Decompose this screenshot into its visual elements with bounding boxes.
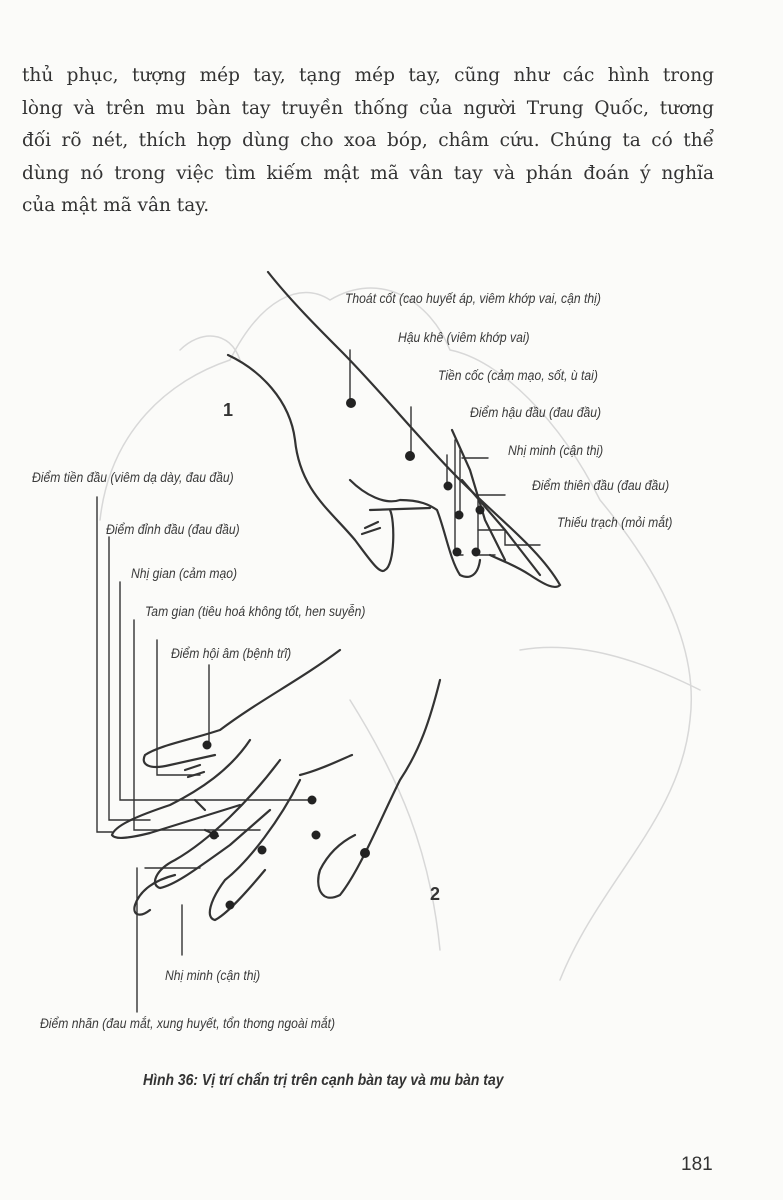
label-nhi-minh-top: Nhị minh (cận thị) [508, 443, 604, 458]
body-line: dùng nó trong việc tìm kiếm mật mã vân t… [22, 162, 714, 184]
page-number: 181 [681, 1154, 713, 1175]
body-paragraph: thủ phục, tượng mép tay, tạng mép tay, c… [22, 60, 714, 223]
body-line: lòng và trên mu bàn tay truyền thống của… [22, 97, 714, 119]
label-diem-nhan: Điểm nhãn (đau mắt, xung huyết, tổn thơn… [40, 1016, 336, 1031]
hand-1-outline [226, 270, 562, 589]
background-palm-sketch [99, 287, 701, 981]
hand-1-points [346, 398, 485, 557]
hand-2-outline [110, 648, 442, 922]
label-nhi-minh-bottom: Nhị minh (cận thị) [165, 968, 261, 983]
label-tam-gian: Tam gian (tiêu hoá không tốt, hen suyễn) [145, 604, 366, 619]
hand-1-number: 1 [223, 400, 234, 420]
body-line: thủ phục, tượng mép tay, tạng mép tay, c… [22, 65, 714, 86]
body-line: của mật mã vân tay. [22, 195, 210, 216]
label-hau-khe: Hậu khê (viêm khớp vai) [398, 330, 530, 345]
figure-caption: Hình 36: Vị trí chẩn trị trên cạnh bàn t… [143, 1072, 504, 1089]
label-diem-hoi-am: Điểm hội âm (bệnh trĩ) [171, 646, 292, 661]
label-diem-dinh-dau: Điểm đỉnh đầu (đau đầu) [106, 522, 240, 537]
label-diem-hau-dau: Điểm hậu đầu (đau đầu) [470, 405, 602, 420]
label-diem-tien-dau: Điểm tiền đầu (viêm dạ dày, đau đầu) [32, 470, 234, 485]
label-nhi-gian: Nhị gian (cảm mạo) [131, 566, 238, 581]
label-thoat-cot: Thoát cốt (cao huyết áp, viêm khớp vai, … [345, 291, 601, 306]
label-thieu-trach: Thiếu trạch (mỏi mắt) [557, 515, 673, 530]
hand-2-leader-lines [96, 496, 311, 1013]
label-diem-thien-dau: Điểm thiên đầu (đau đầu) [532, 478, 670, 493]
label-tien-coc: Tiền cốc (cảm mạo, sốt, ù tai) [438, 368, 598, 383]
body-line: đối rõ nét, thích hợp dùng cho xoa bóp, … [22, 130, 714, 151]
hand-2-number: 2 [430, 884, 441, 904]
hand-2-points [202, 740, 370, 910]
